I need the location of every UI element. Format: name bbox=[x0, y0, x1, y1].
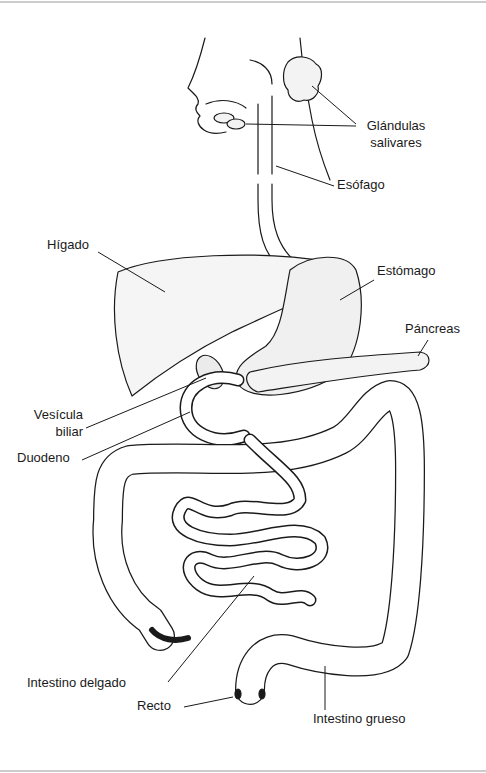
duodenum-outline bbox=[186, 378, 244, 440]
small-intestine-outline bbox=[178, 440, 322, 600]
small-intestine-fill bbox=[178, 440, 322, 600]
leader-line bbox=[340, 280, 374, 300]
part-label: Hígado bbox=[46, 236, 90, 253]
leader-line bbox=[98, 252, 165, 292]
part-label: Estómago bbox=[376, 262, 437, 279]
appendix bbox=[152, 630, 188, 640]
leader-line bbox=[184, 697, 233, 707]
part-label: Recto bbox=[136, 697, 172, 714]
leader-line bbox=[246, 124, 356, 126]
palate bbox=[250, 60, 272, 84]
leader-line bbox=[418, 340, 428, 356]
leader-lines bbox=[82, 86, 428, 711]
anal-sphincter bbox=[259, 689, 265, 699]
leader-line bbox=[276, 166, 334, 186]
leader-line bbox=[86, 378, 206, 428]
leader-line bbox=[312, 86, 356, 124]
part-label: Duodeno bbox=[16, 449, 71, 466]
part-label: Intestino grueso bbox=[312, 710, 407, 727]
part-label: Vesícula biliar bbox=[14, 406, 84, 440]
part-label: Glándulas salivares bbox=[358, 117, 434, 151]
tongue bbox=[206, 101, 246, 108]
leader-line bbox=[168, 576, 254, 682]
submandibular-gland bbox=[227, 119, 245, 129]
large-intestine-outline bbox=[107, 395, 410, 690]
frame-rule bbox=[0, 1, 486, 2]
part-label: Páncreas bbox=[404, 320, 461, 337]
frame-rule bbox=[0, 770, 486, 771]
leader-line bbox=[325, 666, 326, 711]
parotid-gland bbox=[284, 57, 322, 101]
large-intestine-fill bbox=[107, 395, 410, 690]
esophagus-upper bbox=[258, 96, 272, 174]
leader-line bbox=[82, 412, 190, 460]
part-label: Intestino delgado bbox=[26, 674, 127, 691]
anal-sphincter bbox=[235, 689, 241, 699]
duodenum-fill bbox=[186, 378, 244, 440]
part-label: Esófago bbox=[336, 176, 386, 193]
